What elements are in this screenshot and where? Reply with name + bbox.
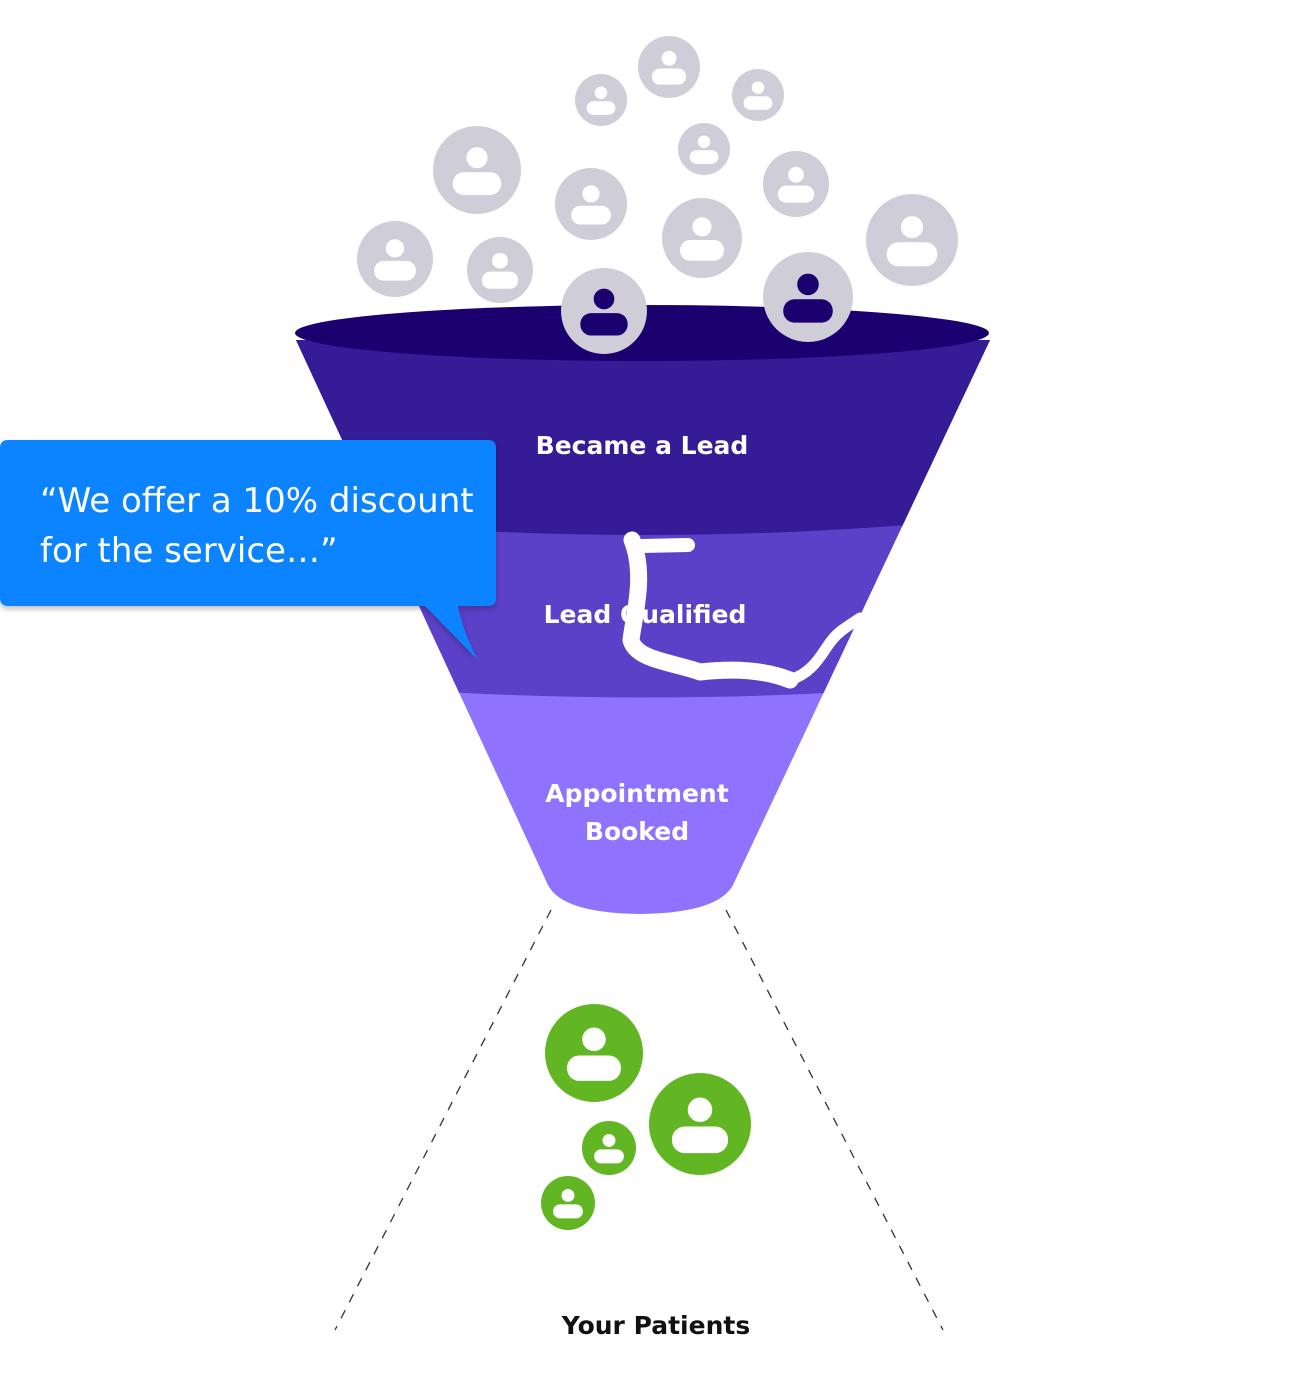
prospect-person-icon xyxy=(763,151,829,217)
patient-person-icon xyxy=(541,1176,595,1230)
patient-icons xyxy=(541,1004,751,1230)
stage-label-appointment: Appointment xyxy=(545,779,728,808)
prospect-person-icon xyxy=(561,268,647,354)
stage-label-booked: Booked xyxy=(585,817,689,846)
stage-label-became-lead: Became a Lead xyxy=(536,431,749,460)
prospect-person-icon xyxy=(678,123,730,175)
prospect-person-icon xyxy=(662,198,742,278)
prospect-person-icon xyxy=(638,36,700,98)
your-patients-label: Your Patients xyxy=(561,1311,750,1340)
guide-line-right xyxy=(725,909,944,1331)
prospect-person-icon xyxy=(555,168,627,240)
patient-person-icon xyxy=(649,1073,751,1175)
prospect-person-icon xyxy=(866,194,958,286)
prospect-person-icon xyxy=(763,252,853,342)
prospect-person-icon xyxy=(357,221,433,297)
prospect-person-icon xyxy=(467,237,533,303)
funnel-leak-crack xyxy=(622,531,866,689)
prospect-person-icon xyxy=(575,74,627,126)
prospect-icons-entering xyxy=(561,252,853,354)
guide-line-left xyxy=(334,909,552,1331)
prospect-person-icon xyxy=(433,126,521,214)
patient-person-icon xyxy=(545,1004,643,1102)
patient-person-icon xyxy=(582,1121,636,1175)
prospect-icons xyxy=(357,36,958,303)
speech-bubble xyxy=(0,440,496,660)
speech-bubble-line-2: for the service…” xyxy=(40,531,338,571)
prospect-person-icon xyxy=(732,69,784,121)
speech-bubble-line-1: “We offer a 10% discount xyxy=(40,481,474,521)
